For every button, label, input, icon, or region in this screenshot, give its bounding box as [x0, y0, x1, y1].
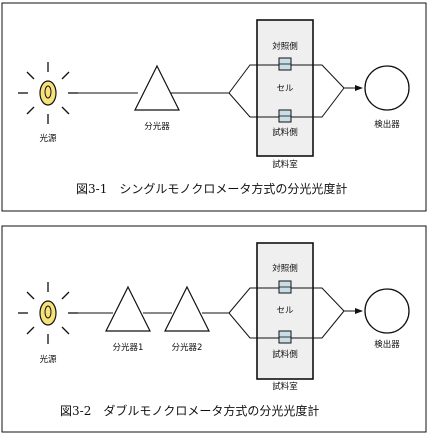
- sample-chamber: [256, 19, 314, 157]
- detector: [364, 288, 410, 334]
- cell-label: セル: [276, 306, 294, 316]
- monochromator-2-prism: [164, 285, 210, 332]
- sample-chamber: [256, 242, 314, 380]
- light-source-label: 光源: [39, 133, 57, 144]
- light-source-icon: [18, 282, 78, 344]
- sample-side-label: 試料側: [272, 349, 298, 360]
- panel-frame: [1, 225, 427, 433]
- panel-double-monochromator: 光源 分光器1 分光器2 対照側 セル 試料側 試料室 検出器 図3-2 ダ: [1, 225, 427, 433]
- light-source-label: 光源: [39, 354, 57, 365]
- reference-side-label: 対照側: [272, 263, 298, 274]
- figure-caption: 図3-2 ダブルモノクロメータ方式の分光光度計: [60, 403, 319, 418]
- sample-chamber-label: 試料室: [272, 381, 298, 392]
- panel-single-monochromator: 光源 分光器 対照側 セル 試料側 試料室 検出器 図3-1 シングルモノクロメ…: [1, 2, 427, 212]
- figure-caption: 図3-1 シングルモノクロメータ方式の分光光度計: [76, 181, 347, 196]
- light-source-icon: [18, 62, 78, 124]
- panel-frame: [1, 2, 427, 212]
- reference-side-label: 対照側: [272, 41, 298, 52]
- monochromator-1-label: 分光器1: [113, 342, 144, 353]
- detector-label: 検出器: [374, 339, 400, 350]
- monochromator-2-label: 分光器2: [172, 342, 203, 353]
- detector-label: 検出器: [374, 119, 400, 130]
- monochromator-1-prism: [105, 285, 151, 332]
- detector: [364, 65, 410, 111]
- sample-chamber-label: 試料室: [272, 159, 298, 170]
- cell-label: セル: [276, 84, 294, 94]
- monochromator-label: 分光器: [144, 121, 170, 132]
- sample-side-label: 試料側: [272, 127, 298, 138]
- monochromator-prism: [134, 64, 180, 111]
